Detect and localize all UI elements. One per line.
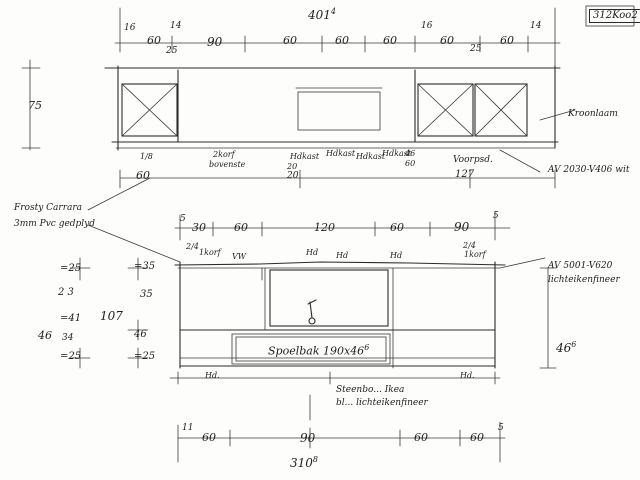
upper-cabinet-crossed-right-1 — [417, 83, 474, 137]
stamp-box — [585, 5, 635, 27]
bot-seg-3: 120 — [314, 221, 335, 234]
mid-label-2: bovenste — [209, 160, 246, 169]
sink-bowl — [231, 269, 391, 365]
top-seg-12: 14 — [530, 21, 542, 31]
label-av-bottom-2: lichteikenfineer — [548, 275, 620, 285]
top-seg-0: 16 — [124, 23, 136, 33]
side-value-6: =25 — [60, 351, 82, 362]
bottom-total-label: 3108 — [290, 455, 318, 470]
top-height-label: 75 — [28, 99, 42, 112]
bot-seg-6: 5 — [493, 211, 499, 221]
mid-label-5: Hdkast — [356, 152, 386, 161]
base-cabinet-outline — [179, 261, 496, 369]
side-value-4: 46 — [38, 329, 52, 342]
bot-total-seg-2: 60 — [202, 431, 216, 444]
mid-label-6: Hdkast — [382, 149, 412, 158]
upper-cabinet-outline — [104, 65, 561, 151]
top-height-dimension — [21, 59, 41, 151]
label-frosty-2: 3mm Pvc gedplyd — [14, 219, 96, 229]
label-stenen: Steenbo... Ikea — [336, 385, 405, 395]
bot-total-seg-5: 60 — [470, 431, 484, 444]
bot-seg-5: 90 — [454, 220, 470, 234]
top-seg-2: 14 — [170, 21, 182, 31]
label-stenen-2: bl... lichteikenfineer — [336, 398, 428, 408]
top-seg-8: 16 — [421, 21, 433, 31]
right-height-dimension — [539, 267, 557, 369]
label-frosty: Frosty Carrara — [14, 203, 83, 213]
left-height-marks — [69, 257, 149, 369]
bot-under-3: Hd — [306, 248, 319, 257]
side-value-3: =41 — [60, 313, 82, 324]
worktop-line — [174, 261, 506, 269]
right-height-label: 466 — [556, 340, 577, 355]
bot-under-0: 2/4 — [186, 242, 199, 251]
bot-under-1: 1korf — [199, 248, 221, 257]
bot-seg-2: 60 — [234, 221, 248, 234]
bot-total-seg-6: 5 — [498, 423, 504, 433]
leader-av-bottom — [499, 257, 546, 269]
label-plinth-left: Hd. — [205, 371, 220, 380]
mid-dim-1: 127 — [455, 169, 475, 180]
upper-cabinet-crossed-right-2 — [474, 83, 528, 137]
side-left-2: 46 — [134, 329, 147, 340]
mid-label-9: 20 — [287, 162, 298, 171]
leader-av-top — [499, 149, 541, 173]
top-dimension-line — [114, 7, 561, 89]
side-value-0: =25 — [60, 263, 82, 274]
side-left-1: 35 — [140, 289, 153, 300]
top-seg-11: 60 — [500, 34, 514, 47]
mid-label-7: 46 — [405, 149, 416, 158]
label-spoelbak: Spoelbak 190x466 — [268, 343, 370, 358]
mid-label-3: Hdkast — [290, 152, 320, 161]
mid-dim-2: 20 — [287, 171, 299, 181]
faucet-icon — [307, 299, 317, 325]
top-seg-3: 25 — [166, 46, 178, 56]
mid-label-1: 2korf — [213, 150, 235, 159]
bot-total-seg-4: 60 — [414, 431, 428, 444]
top-seg-10: 25 — [470, 44, 482, 54]
label-av-top: AV 2030-V406 wit — [548, 165, 630, 175]
plinth-ticks — [169, 371, 501, 385]
mid-label-0: 1/8 — [140, 152, 153, 161]
label-kroon: Kroonlaam — [568, 109, 618, 119]
top-seg-1: 60 — [147, 34, 161, 47]
leader-frosty-bottom — [87, 224, 181, 263]
bot-seg-4: 60 — [390, 221, 404, 234]
mid-dim-0: 60 — [136, 169, 150, 182]
bot-seg-1: 30 — [192, 221, 206, 234]
bot-under-7: 1korf — [464, 250, 486, 259]
bot-total-seg-0: 11 — [182, 423, 194, 433]
label-plinth-right: Hd. — [460, 371, 475, 380]
bot-under-2: VW — [232, 252, 246, 261]
side-value-2: 107 — [100, 309, 123, 323]
top-seg-5: 60 — [283, 34, 297, 47]
bot-total-seg-3: 90 — [300, 431, 316, 445]
top-total-dimension: 4014 — [308, 7, 336, 22]
top-seg-9: 60 — [440, 34, 454, 47]
top-seg-7: 60 — [383, 34, 397, 47]
side-left-0: 2 3 — [58, 287, 74, 298]
top-row-bottom-dimension — [119, 169, 556, 189]
mid-label-8: 60 — [405, 159, 416, 168]
leader-frosty-top — [87, 177, 151, 211]
stamp-text: 312Koo2 — [589, 9, 640, 23]
top-seg-6: 60 — [335, 34, 349, 47]
bottom-total-dimension — [177, 394, 506, 463]
side-value-1: =35 — [134, 261, 156, 272]
bot-under-4: Hd — [336, 251, 349, 260]
mid-label-4: Hdkast — [326, 149, 356, 158]
label-vrij: Voorpsd. — [453, 155, 493, 165]
bot-under-5: Hd — [390, 251, 403, 260]
leader-kroon — [539, 109, 576, 121]
top-seg-4: 90 — [207, 35, 223, 49]
upper-cabinet-crossed-left — [121, 83, 178, 137]
bottom-dimension-line — [174, 211, 511, 241]
label-av-bottom: AV 5001-V620 — [548, 261, 613, 271]
side-value-5: 34 — [62, 333, 74, 343]
side-value-7: =25 — [134, 351, 156, 362]
bot-seg-0: 5 — [180, 214, 186, 224]
bot-under-6: 2/4 — [463, 241, 476, 250]
